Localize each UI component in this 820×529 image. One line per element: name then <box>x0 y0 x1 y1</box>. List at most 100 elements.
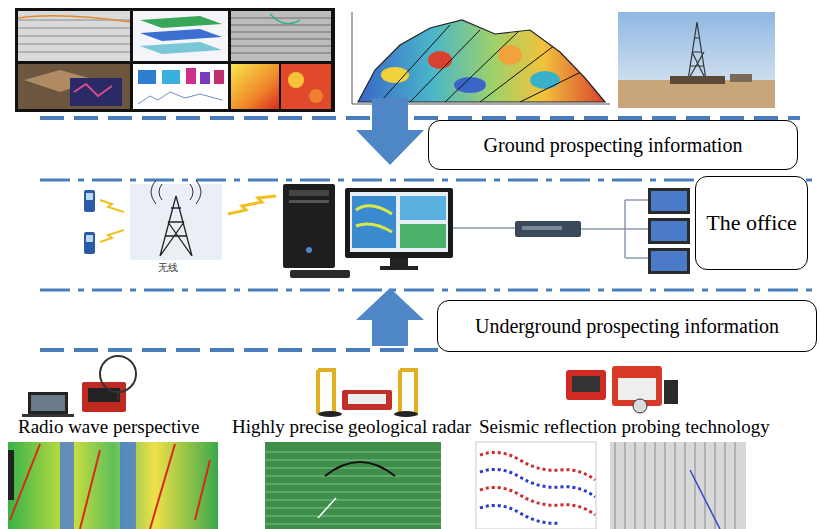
radar-image-part <box>265 442 441 529</box>
office-equipment-part <box>380 266 418 270</box>
field-instruments-part <box>633 399 647 413</box>
instrument-label: Highly precise geological radar <box>232 417 471 438</box>
separator-lines-part <box>40 348 440 352</box>
seismic-image-part <box>610 442 746 529</box>
office-equipment-part <box>390 258 408 266</box>
field-instruments-part <box>348 394 386 404</box>
seismic-collage-part <box>74 84 112 96</box>
geological-cross-section-part-part <box>454 77 486 93</box>
office-equipment-part <box>283 184 335 268</box>
drilling-rig-photo-part <box>688 22 706 80</box>
radio-wave-image-part <box>8 450 14 500</box>
seismic-collage-part <box>309 89 323 103</box>
office-equipment-part <box>84 232 95 254</box>
field-instruments <box>22 356 678 417</box>
office-equipment-part <box>400 196 446 220</box>
seismic-image-part <box>480 505 560 523</box>
office-equipment-part <box>289 200 329 203</box>
office-equipment-part <box>400 224 446 248</box>
geological-cross-section-part <box>380 25 585 102</box>
field-instruments-part <box>342 390 392 410</box>
geological-cross-section-part <box>340 8 612 112</box>
callout-box: Underground prospecting information <box>437 300 817 352</box>
seismic-collage-part <box>231 18 331 53</box>
callout-text: Underground prospecting information <box>475 315 779 338</box>
block-arrows-part <box>356 288 424 346</box>
seismic-image-part <box>615 442 735 529</box>
seismic-collage-part <box>200 72 210 84</box>
office-equipment-part <box>648 218 690 244</box>
geological-cross-section <box>340 8 612 112</box>
seismic-image-part <box>480 487 595 515</box>
seismic-collage-part <box>18 16 130 22</box>
separator-lines-part <box>40 289 820 292</box>
geological-cross-section-part <box>352 12 610 104</box>
seismic-collage-part <box>18 64 130 109</box>
office-equipment-part <box>160 196 192 256</box>
field-instruments-part <box>572 376 600 392</box>
drilling-rig-photo-part <box>730 74 752 82</box>
geological-cross-section-part <box>358 20 605 102</box>
seismic-image-part <box>476 442 596 529</box>
office-equipment-part <box>290 270 350 278</box>
field-instruments-part <box>318 370 416 414</box>
radio-wave-image-part <box>8 442 218 529</box>
instrument-label: Seismic reflection probing technology <box>479 417 770 438</box>
seismic-collage-part <box>281 64 331 109</box>
office-equipment-part <box>345 188 453 258</box>
seismic-collage-part <box>162 70 180 84</box>
block-arrows-part <box>356 98 424 165</box>
seismic-collage-part <box>186 68 196 84</box>
seismic-image-part <box>690 470 720 529</box>
radio-wave-image-part <box>60 442 74 529</box>
geological-cross-section-part-part <box>428 51 452 69</box>
office-equipment-part <box>151 180 201 204</box>
office-equipment-part <box>522 226 562 230</box>
office-equipment-part <box>352 196 396 248</box>
seismic-image <box>476 442 746 529</box>
office-equipment-part <box>648 248 690 274</box>
seismic-collage-part <box>214 70 224 84</box>
radar-image-part <box>318 498 336 518</box>
radar-image-part <box>265 452 441 524</box>
separator-lines <box>40 118 820 350</box>
callout-text: Ground prospecting information <box>484 134 743 157</box>
office-equipment-part <box>356 206 392 232</box>
callout-text: The office <box>706 210 797 235</box>
office-equipment-part <box>581 200 648 258</box>
field-instruments-part <box>566 370 606 400</box>
field-instruments-part <box>117 392 119 400</box>
drilling-rig-photo-part <box>618 80 775 108</box>
seismic-collage <box>15 8 335 112</box>
office-equipment-part <box>651 221 687 241</box>
seismic-collage-part <box>133 64 228 109</box>
radio-wave-image <box>8 442 218 529</box>
callout-box: Ground prospecting information <box>428 120 798 170</box>
office-equipment-part <box>515 221 581 237</box>
radar-image <box>265 442 441 529</box>
office-equipment-part <box>289 190 329 196</box>
seismic-collage-part <box>18 20 130 52</box>
tower-label: 无线 <box>158 262 178 273</box>
seismic-collage-part <box>140 42 222 54</box>
office-equipment-part <box>86 193 93 200</box>
seismic-collage-part <box>231 11 331 61</box>
office-equipment-part <box>350 192 448 252</box>
field-instruments-part <box>31 395 65 411</box>
seismic-collage-part <box>288 72 304 88</box>
seismic-collage-part <box>18 11 130 61</box>
drilling-rig-photo-part <box>618 12 775 108</box>
geological-cross-section-part-part <box>530 71 560 89</box>
callout-box: The office <box>695 176 808 270</box>
office-equipment <box>84 180 690 278</box>
seismic-collage-part <box>70 78 122 106</box>
office-equipment-part <box>84 190 95 212</box>
seismic-image-part <box>480 469 595 497</box>
office-equipment-part <box>228 196 276 214</box>
seismic-collage-part <box>231 64 279 109</box>
seismic-collage-part <box>133 11 228 61</box>
office-equipment-part <box>100 230 124 242</box>
drilling-rig-photo <box>618 12 775 108</box>
field-instruments-part <box>664 380 678 404</box>
seismic-collage-part <box>270 14 300 24</box>
